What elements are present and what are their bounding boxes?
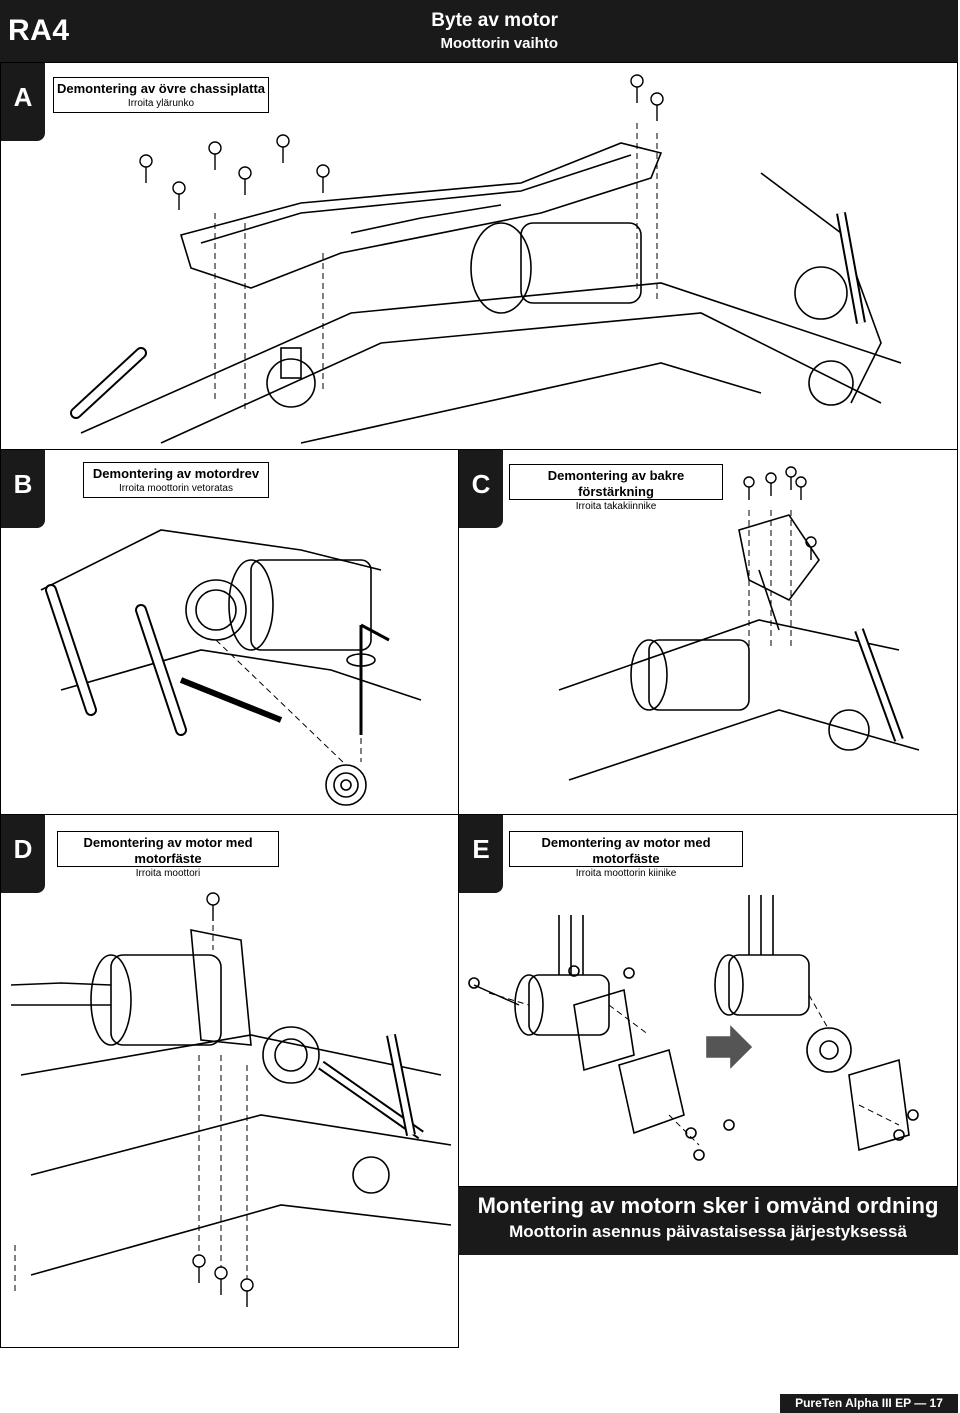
chassis-plate-illustration xyxy=(70,74,902,444)
step-c-caption: Demontering av bakre förstärkning Irroit… xyxy=(509,464,723,512)
step-d-caption: Demontering av motor med motorfäste Irro… xyxy=(57,831,279,879)
step-b-panel: B Demontering av motordrev Irroita moott… xyxy=(0,449,459,815)
step-d-label: D xyxy=(1,815,45,893)
step-b-label: B xyxy=(1,450,45,528)
motor-mount-exploded-illustration xyxy=(468,895,919,1161)
step-e-subtitle: Irroita moottorin kiinike xyxy=(575,868,677,879)
step-d-panel: D Demontering av motor med motorfäste Ir… xyxy=(0,814,459,1348)
motor-pinion-illustration xyxy=(40,529,422,806)
step-b-title: Demontering av motordrev xyxy=(92,466,260,481)
step-e-label: E xyxy=(459,815,503,893)
step-c-panel: C Demontering av bakre förstärkning Irro… xyxy=(458,449,958,815)
step-e-title: Demontering av motor med motorfäste xyxy=(541,835,711,866)
step-d-subtitle: Irroita moottori xyxy=(135,868,201,879)
rear-brace-illustration xyxy=(558,466,920,781)
motor-mount-removal-illustration xyxy=(10,892,452,1307)
step-e-caption: Demontering av motor med motorfäste Irro… xyxy=(509,831,743,879)
step-a-label: A xyxy=(1,63,45,141)
section-code: RA4 xyxy=(8,14,70,47)
step-c-label: C xyxy=(459,450,503,528)
step-a-caption: Demontering av övre chassiplatta Irroita… xyxy=(53,77,269,113)
step-b-caption: Demontering av motordrev Irroita moottor… xyxy=(83,462,269,498)
step-a-panel: A Demontering av övre chassiplatta Irroi… xyxy=(0,62,958,450)
step-c-subtitle: Irroita takakiinnike xyxy=(575,501,657,512)
page-subtitle: Moottorin vaihto xyxy=(440,35,558,52)
reassembly-note-line2: Moottorin asennus päivastaisessa järjest… xyxy=(509,1222,907,1241)
step-b-subtitle: Irroita moottorin vetoratas xyxy=(119,483,233,494)
step-e-panel: E Demontering av motor med motorfäste Ir… xyxy=(458,814,958,1187)
page-footer: PureTen Alpha III EP — 17 xyxy=(780,1394,958,1413)
reassembly-note: Montering av motorn sker i omvänd ordnin… xyxy=(458,1187,958,1255)
step-a-subtitle: Irroita ylärunko xyxy=(127,98,195,109)
step-a-title: Demontering av övre chassiplatta xyxy=(56,81,266,96)
page-title: Byte av motor xyxy=(431,10,558,31)
step-d-title: Demontering av motor med motorfäste xyxy=(83,835,253,866)
reassembly-note-line1: Montering av motorn sker i omvänd ordnin… xyxy=(477,1193,939,1218)
step-c-title: Demontering av bakre förstärkning xyxy=(547,468,685,499)
page-header: RA4 Byte av motor Moottorin vaihto xyxy=(0,0,958,62)
